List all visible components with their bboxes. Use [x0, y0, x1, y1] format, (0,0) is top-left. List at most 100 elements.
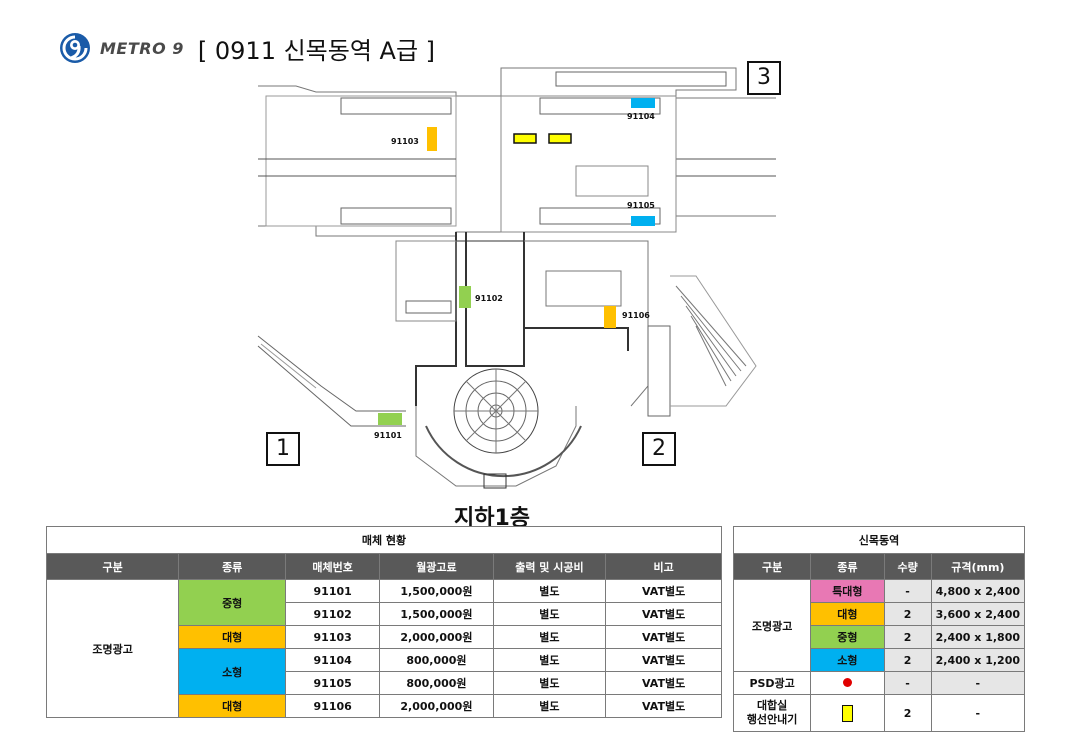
brand-name: METRO 9 — [100, 38, 184, 58]
media-type-small: 소형 — [178, 648, 287, 695]
station-qty: 2 — [883, 602, 932, 626]
station-size: - — [930, 694, 1026, 732]
media-type-medium: 중형 — [178, 579, 287, 626]
station-size: 4,800 x 2,400 — [930, 579, 1026, 603]
media-table-caption: 매체 현황 — [46, 526, 722, 554]
table-row: 대형 91106 2,000,000원 별도 VAT별도 — [47, 694, 722, 718]
station-header-category: 구분 — [732, 553, 812, 580]
light-box-marker-right — [548, 133, 572, 144]
station-qty: 2 — [883, 694, 932, 732]
media-status-table: 매체 현황 구분 종류 매체번호 월광고료 출력 및 시공비 비고 조명광고 중… — [45, 526, 722, 718]
station-category-waiting: 대합실 행선안내기 — [732, 694, 812, 732]
media-fee: 1,500,000원 — [379, 579, 494, 603]
station-header-qty: 수량 — [883, 553, 932, 580]
ad-label-91104: 91104 — [627, 112, 655, 121]
station-size: - — [930, 671, 1026, 695]
table-row: 대형 2 3,600 x 2,400 — [734, 602, 1026, 626]
media-note: VAT별도 — [605, 602, 722, 626]
station-type: 소형 — [810, 648, 885, 672]
ad-marker-91105 — [631, 216, 655, 226]
ad-label-91101: 91101 — [374, 431, 402, 440]
media-fee: 1,500,000원 — [379, 602, 494, 626]
station-qty: - — [883, 671, 932, 695]
station-header-type: 종류 — [810, 553, 885, 580]
media-type-large: 대형 — [178, 625, 287, 649]
media-print: 별도 — [492, 602, 607, 626]
media-note: VAT별도 — [605, 694, 722, 718]
station-category-light: 조명광고 — [732, 579, 812, 672]
waiting-line2: 행선안내기 — [746, 713, 798, 726]
station-size: 2,400 x 1,200 — [930, 648, 1026, 672]
metro9-logo-icon — [60, 33, 90, 63]
media-id: 91106 — [285, 694, 381, 718]
media-print: 별도 — [492, 694, 607, 718]
media-fee: 800,000원 — [379, 648, 494, 672]
media-header-print: 출력 및 시공비 — [492, 553, 607, 580]
media-print: 별도 — [492, 625, 607, 649]
media-note: VAT별도 — [605, 648, 722, 672]
media-print: 별도 — [492, 579, 607, 603]
media-print: 별도 — [492, 648, 607, 672]
media-id: 91103 — [285, 625, 381, 649]
station-qty: - — [883, 579, 932, 603]
ad-label-91102: 91102 — [475, 294, 503, 303]
table-row: 91102 1,500,000원 별도 VAT별도 — [47, 602, 722, 626]
media-type-large: 대형 — [178, 694, 287, 718]
media-note: VAT별도 — [605, 671, 722, 695]
ad-label-91105: 91105 — [627, 201, 655, 210]
ad-label-91103: 91103 — [391, 137, 419, 146]
light-box-marker-left — [513, 133, 537, 144]
zone-box-3: 3 — [747, 61, 781, 95]
media-id: 91105 — [285, 671, 381, 695]
table-row: 조명광고 특대형 - 4,800 x 2,400 — [732, 579, 1026, 672]
ad-marker-91103 — [427, 127, 437, 151]
station-size: 2,400 x 1,800 — [930, 625, 1026, 649]
station-type: 중형 — [810, 625, 885, 649]
media-id: 91102 — [285, 602, 381, 626]
media-fee: 2,000,000원 — [379, 625, 494, 649]
media-header-fee: 월광고료 — [379, 553, 494, 580]
media-header-category: 구분 — [45, 553, 180, 580]
ad-marker-91101 — [378, 413, 402, 425]
table-row: PSD광고 - - — [732, 671, 1026, 695]
station-category-psd: PSD광고 — [732, 671, 812, 695]
ad-marker-91102 — [459, 286, 471, 308]
zone-box-2: 2 — [642, 432, 676, 466]
media-header-type: 종류 — [178, 553, 287, 580]
page-title: [ 0911 신목동역 A급 ] — [197, 36, 436, 65]
station-table-caption: 신목동역 — [733, 526, 1025, 554]
media-fee: 800,000원 — [379, 671, 494, 695]
station-header-size: 규격(mm) — [930, 553, 1026, 580]
ad-label-91106: 91106 — [622, 311, 650, 320]
station-type: 대형 — [810, 602, 885, 626]
psd-dot-icon — [810, 671, 885, 695]
table-row: 소형 91104 800,000원 별도 VAT별도 — [47, 648, 722, 695]
floor-plan-drawing — [257, 67, 776, 489]
header: METRO 9 [ 0911 신목동역 A급 ] — [58, 30, 435, 66]
ad-marker-91104 — [631, 98, 655, 108]
media-note: VAT별도 — [605, 579, 722, 603]
station-summary-table: 신목동역 구분 종류 수량 규격(mm) 조명광고 특대형 - 4,800 x … — [732, 526, 1026, 732]
station-type: 특대형 — [810, 579, 885, 603]
media-id: 91104 — [285, 648, 381, 672]
media-header-note: 비고 — [605, 553, 722, 580]
media-note: VAT별도 — [605, 625, 722, 649]
media-print: 별도 — [492, 671, 607, 695]
ad-marker-91106 — [604, 306, 616, 328]
table-row: 중형 2 2,400 x 1,800 — [734, 625, 1026, 649]
waiting-line1: 대합실 — [756, 699, 788, 712]
media-header-id: 매체번호 — [285, 553, 381, 580]
station-size: 3,600 x 2,400 — [930, 602, 1026, 626]
media-category-cell: 조명광고 — [45, 579, 180, 718]
media-id: 91101 — [285, 579, 381, 603]
station-qty: 2 — [883, 648, 932, 672]
light-box-icon — [810, 694, 885, 732]
table-row: 대형 91103 2,000,000원 별도 VAT별도 — [47, 625, 722, 649]
media-fee: 2,000,000원 — [379, 694, 494, 718]
table-row: 조명광고 중형 91101 1,500,000원 별도 VAT별도 — [45, 579, 722, 718]
station-qty: 2 — [883, 625, 932, 649]
floor-plan — [256, 66, 776, 506]
zone-box-1: 1 — [266, 432, 300, 466]
table-row: 소형 2 2,400 x 1,200 — [734, 648, 1026, 672]
table-row: 대합실 행선안내기 2 - — [732, 694, 1026, 732]
